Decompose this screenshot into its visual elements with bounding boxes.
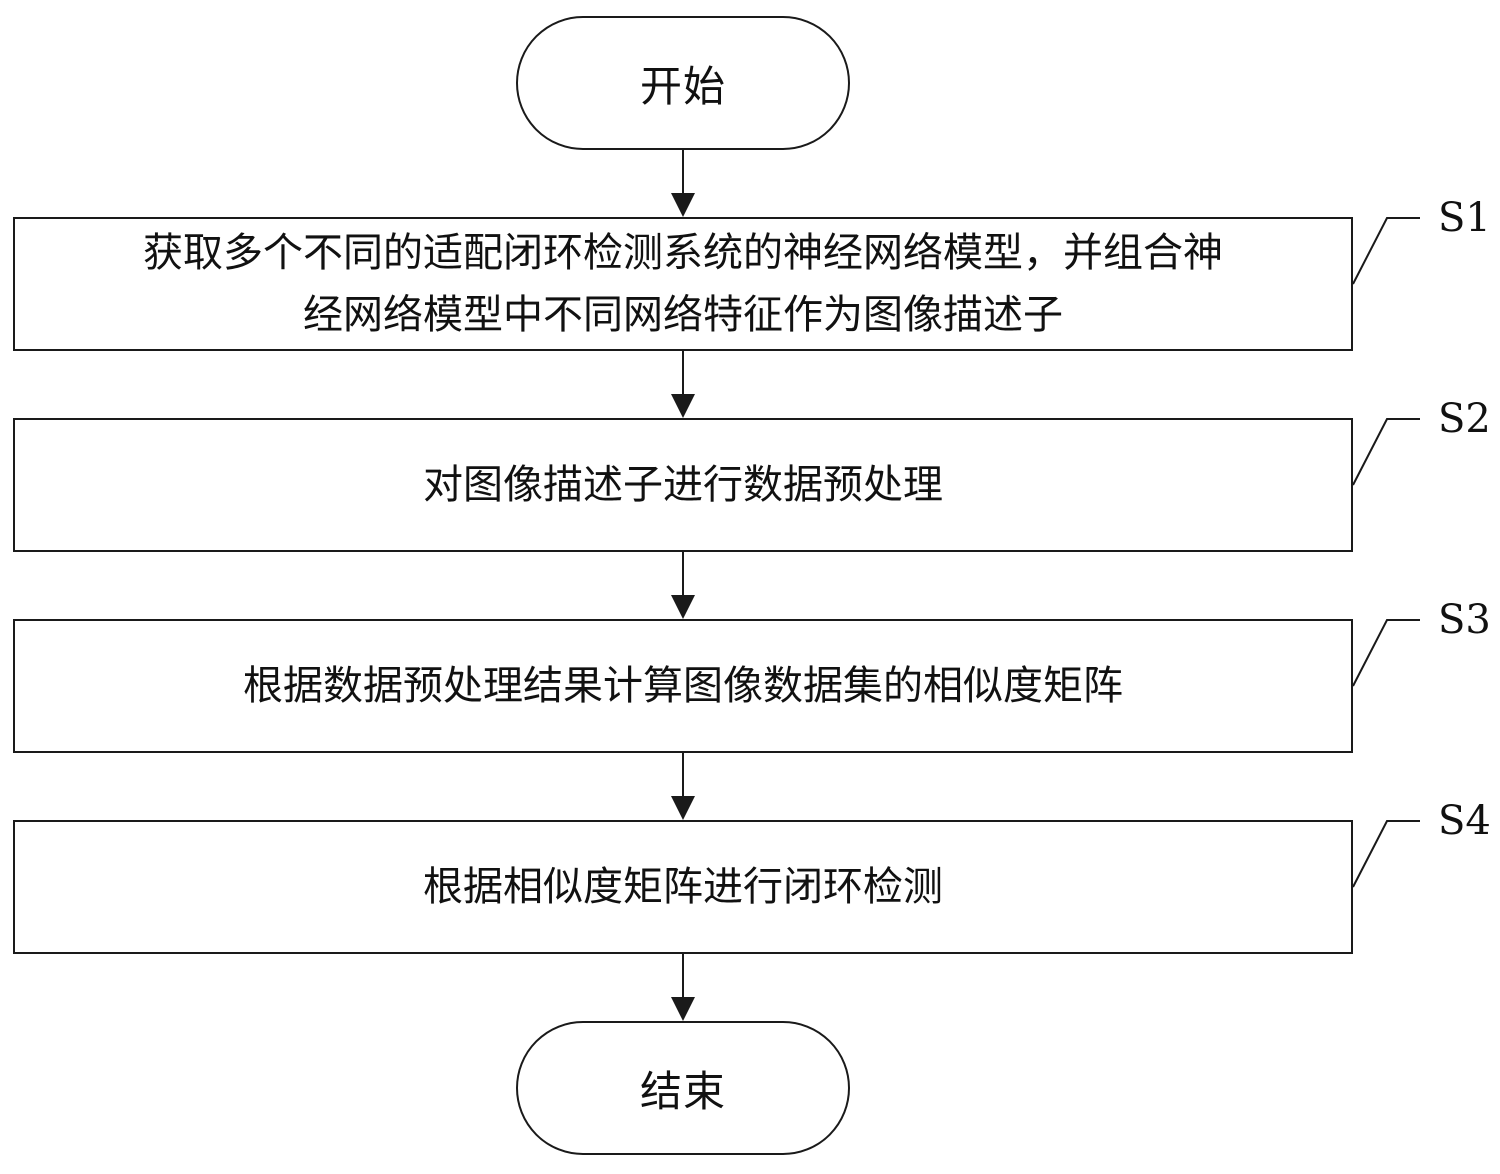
end-label: 结束 (639, 1066, 726, 1116)
step-leader-s2 (1352, 418, 1420, 486)
end-node: 结束 (516, 1021, 850, 1155)
process-step-s4: 根据相似度矩阵进行闭环检测 (13, 820, 1353, 954)
process-text-s4: 根据相似度矩阵进行闭环检测 (423, 864, 943, 910)
flow-arrow-s3-s4 (671, 753, 695, 820)
step-leader-s3 (1352, 619, 1420, 687)
step-label-s4: S4 (1438, 798, 1491, 844)
process-text-s1-line2: 经网络模型中不同网络特征作为图像描述子 (303, 292, 1063, 338)
process-step-s2: 对图像描述子进行数据预处理 (13, 418, 1353, 552)
step-label-s1: S1 (1438, 195, 1491, 241)
start-node: 开始 (516, 16, 850, 150)
process-step-s3: 根据数据预处理结果计算图像数据集的相似度矩阵 (13, 619, 1353, 753)
process-text-s1-line1: 获取多个不同的适配闭环检测系统的神经网络模型，并组合神 (143, 230, 1223, 276)
flow-arrow-start-s1 (671, 150, 695, 217)
flow-arrow-s4-end (671, 954, 695, 1021)
step-leader-s1 (1352, 217, 1420, 285)
process-text-s3: 根据数据预处理结果计算图像数据集的相似度矩阵 (243, 663, 1123, 709)
start-label: 开始 (639, 61, 726, 111)
step-leader-s4 (1352, 820, 1420, 888)
process-text-s1: 获取多个不同的适配闭环检测系统的神经网络模型，并组合神 经网络模型中不同网络特征… (143, 222, 1223, 346)
step-label-s2: S2 (1438, 396, 1491, 442)
process-step-s1: 获取多个不同的适配闭环检测系统的神经网络模型，并组合神 经网络模型中不同网络特征… (13, 217, 1353, 351)
flow-arrow-s1-s2 (671, 351, 695, 418)
step-label-s3: S3 (1438, 597, 1491, 643)
process-text-s2: 对图像描述子进行数据预处理 (423, 462, 943, 508)
flow-arrow-s2-s3 (671, 552, 695, 619)
